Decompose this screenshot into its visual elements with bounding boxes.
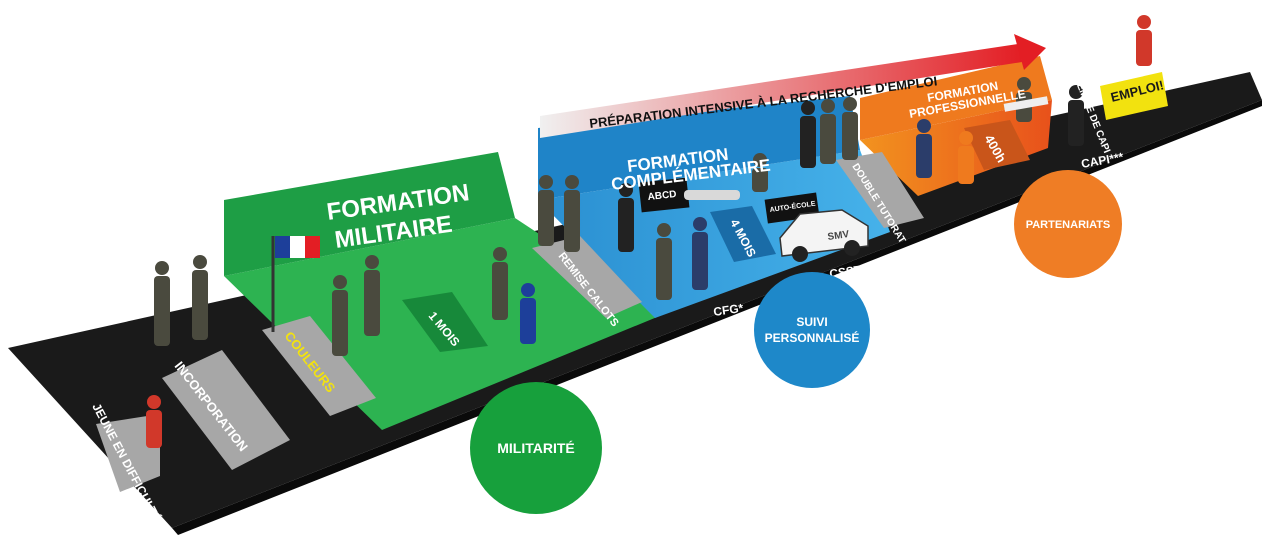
person-icon (1068, 85, 1084, 146)
arrow-shaft (540, 44, 1022, 138)
abcd-board (638, 177, 690, 213)
person-icon (520, 283, 536, 344)
person-icon (146, 395, 162, 448)
road-edge (172, 100, 1262, 535)
car-plate: SMV (827, 229, 850, 243)
person-icon (800, 101, 816, 168)
france-flag-icon (275, 236, 320, 258)
complementaire-duration-strip (710, 206, 776, 262)
person-icon (820, 99, 836, 164)
person-icon (564, 175, 580, 252)
abcd-text: ABCD (647, 189, 677, 203)
car-icon (779, 209, 869, 262)
person-icon (684, 190, 740, 200)
person-icon (842, 97, 858, 160)
remise-calots-block (532, 236, 642, 318)
people (146, 15, 1152, 448)
desk (1003, 96, 1049, 112)
professionnelle-wall (860, 56, 1052, 140)
suivi-circle: SUIVI PERSONNALISÉ (754, 272, 870, 388)
csst-label: CSST** (828, 261, 871, 281)
start-block (96, 414, 160, 492)
militaire-duration-strip (402, 292, 488, 352)
person-icon (958, 131, 974, 184)
person-icon (1136, 15, 1152, 66)
couleurs-block (262, 316, 376, 416)
person-icon (154, 261, 170, 346)
suivi-label-1: SUIVI (796, 315, 827, 329)
person-icon (916, 119, 932, 178)
arrow-head (1014, 34, 1046, 70)
person-icon (332, 275, 348, 356)
person-icon (364, 255, 380, 336)
person-icon (538, 175, 554, 246)
double-tutorat-block (836, 152, 924, 228)
militarite-label: MILITARITÉ (497, 440, 575, 456)
person-icon (492, 247, 508, 320)
person-icon (192, 255, 208, 340)
person-icon (618, 183, 634, 252)
militarite-circle: MILITARITÉ (470, 382, 602, 514)
incorporation-block (162, 350, 290, 470)
partenariats-circle: PARTENARIATS (1014, 170, 1122, 278)
partenariats-label: PARTENARIATS (1026, 219, 1111, 231)
cfg-label: CFG* (712, 301, 744, 319)
professionnelle-duration-strip (964, 120, 1030, 170)
person-icon (692, 217, 708, 290)
person-icon (656, 223, 672, 300)
emploi-sign (1100, 72, 1168, 120)
suivi-label-2: PERSONNALISÉ (765, 330, 860, 345)
person-icon (752, 153, 768, 192)
